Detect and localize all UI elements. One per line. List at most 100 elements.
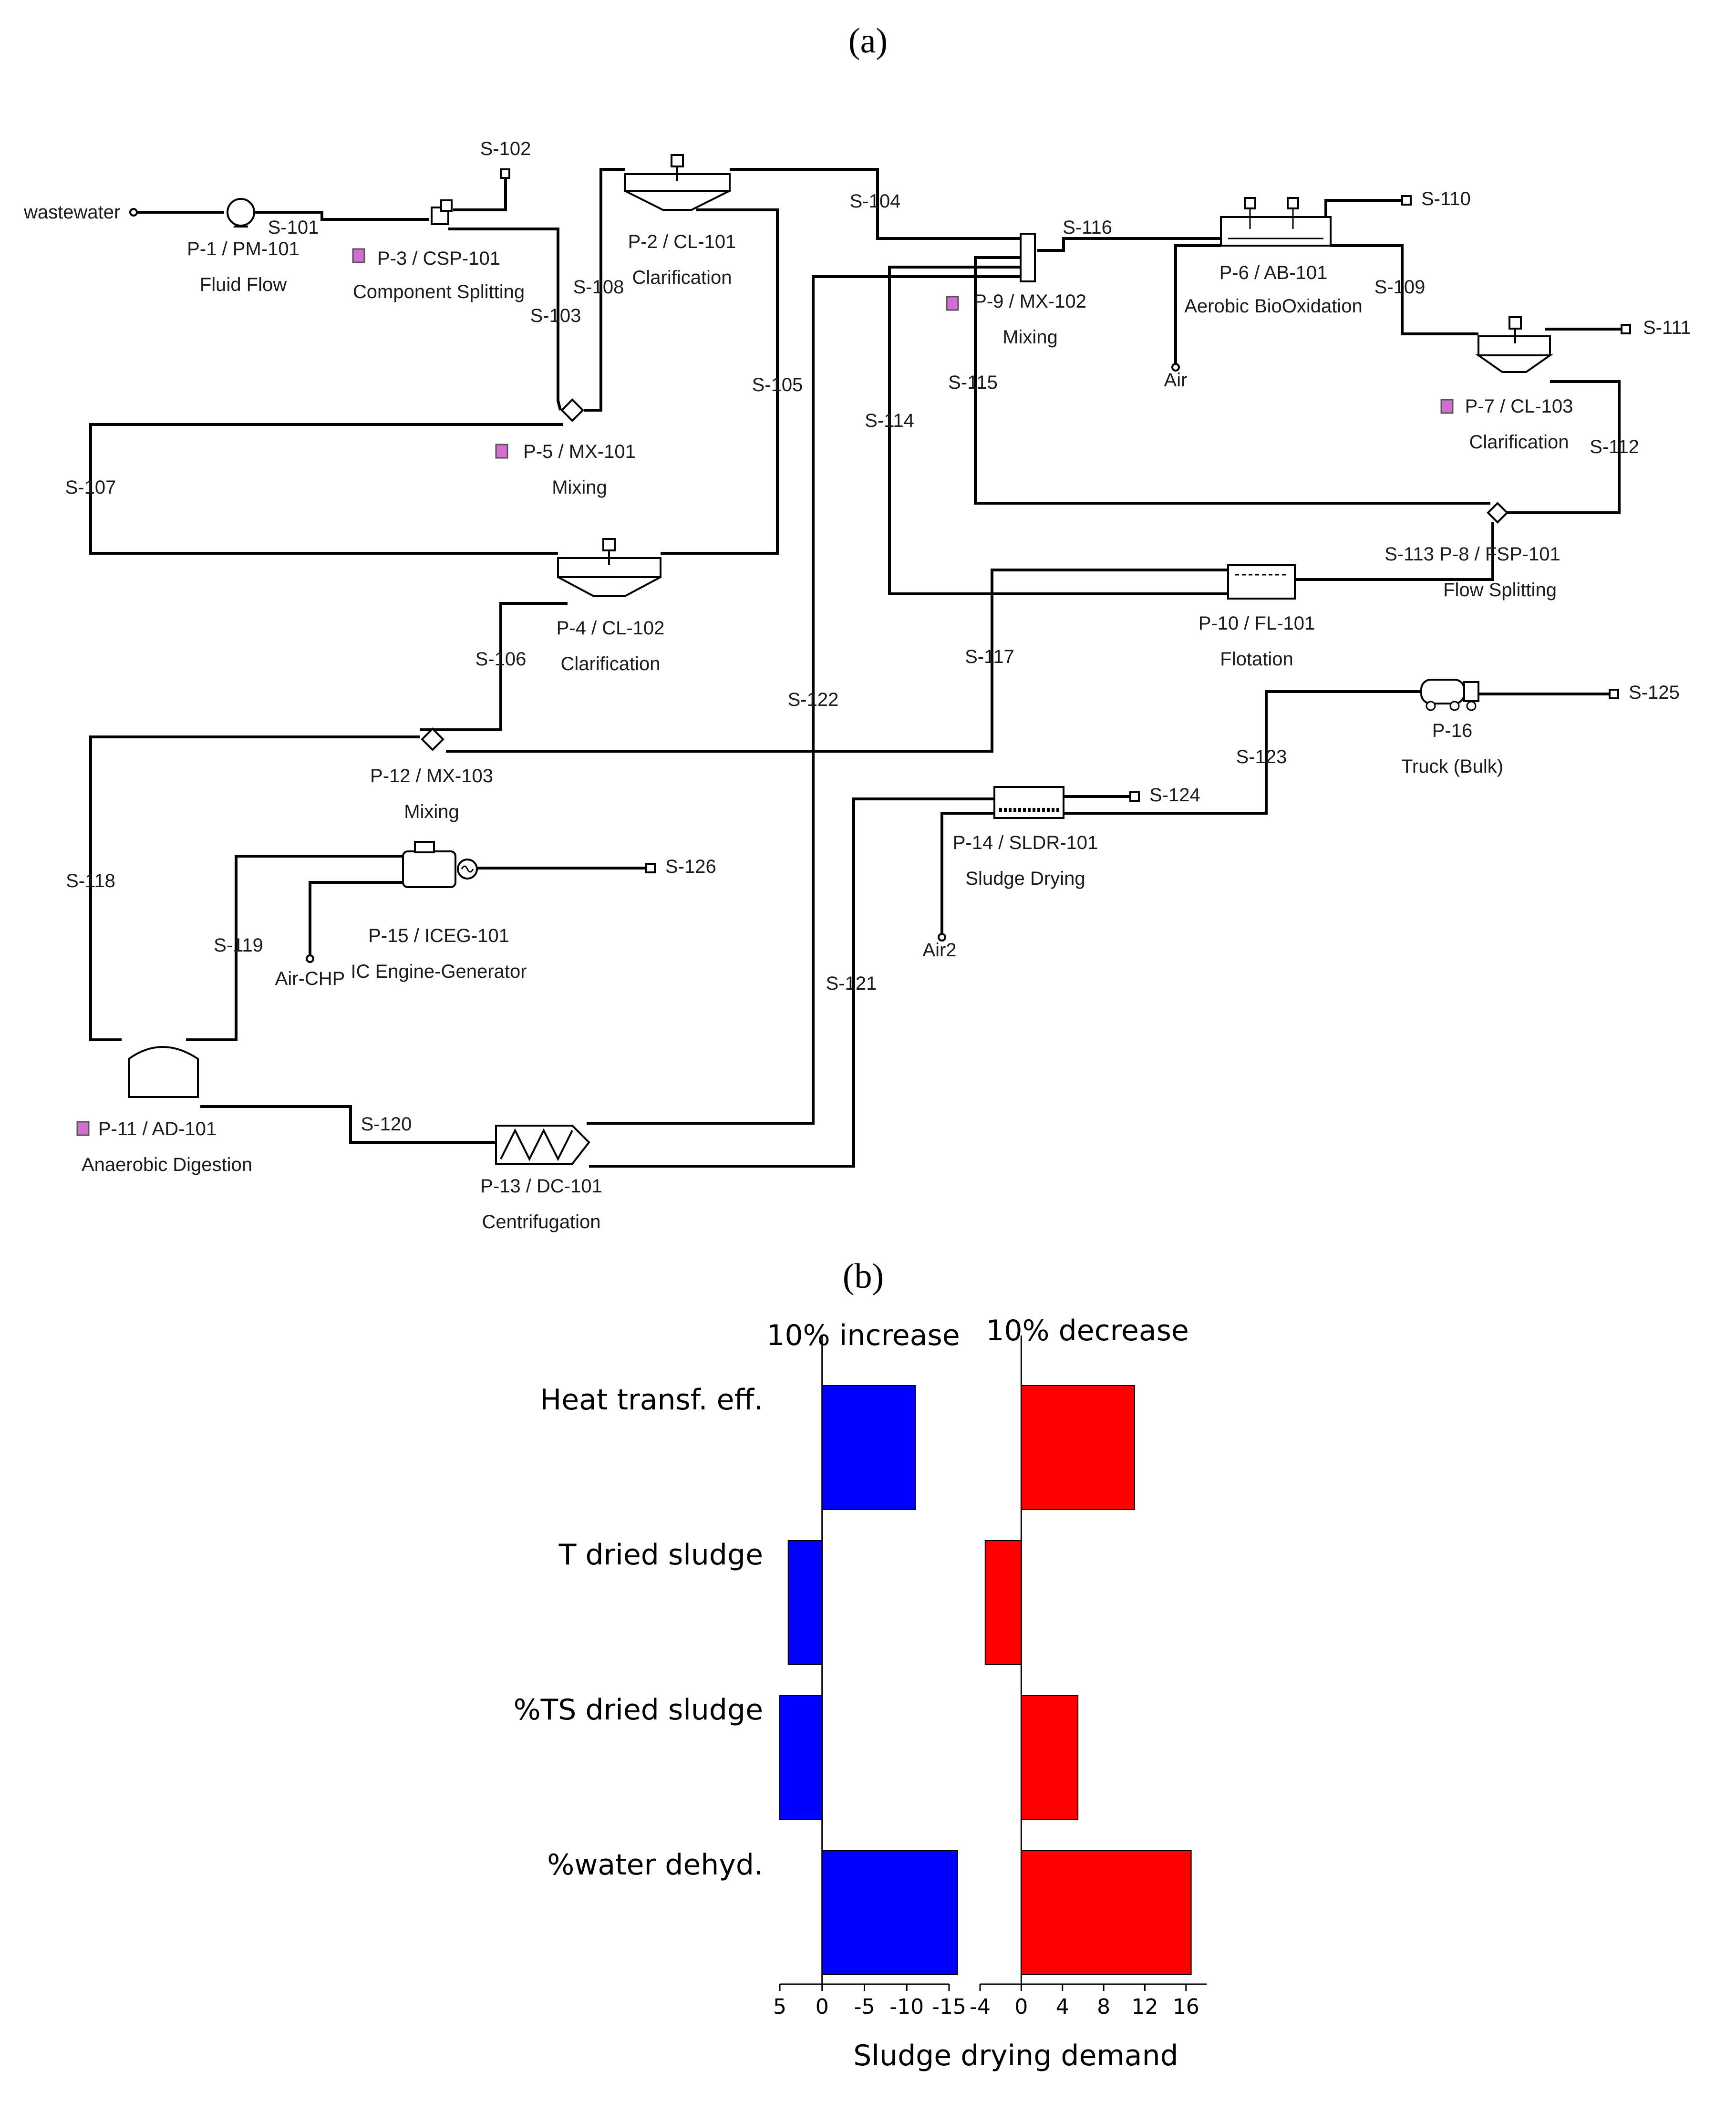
stream-label: S-118 (66, 870, 115, 891)
unit-tag: P-16 (1432, 720, 1473, 741)
line-airchp (309, 881, 403, 956)
line-s110 (1324, 199, 1402, 219)
line-s102 (453, 176, 507, 211)
source-marker-air2 (938, 933, 946, 942)
unit-desc: Component Splitting (353, 281, 525, 302)
mixer-icon-p9 (1020, 233, 1036, 282)
line-s123 (1064, 690, 1421, 815)
source-marker-air (1171, 363, 1180, 372)
procedure-icon (352, 248, 365, 263)
line-s118 (89, 735, 420, 1041)
line-s122 (587, 275, 1021, 1125)
stream-label: S-115 (948, 372, 998, 393)
flotation-icon (1227, 564, 1296, 600)
source-labels: wastewater Air Air2 Air-CHP (23, 202, 1187, 989)
bar-decrease-2 (1021, 1695, 1079, 1820)
category-label: %water dehyd. (547, 1848, 763, 1882)
stream-label: S-116 (1063, 217, 1112, 238)
equipment (128, 154, 1553, 1165)
line-s114 (888, 266, 1228, 595)
unit-desc: Clarification (1469, 432, 1569, 453)
stream-label: S-101 (268, 217, 319, 238)
unit-desc: Aerobic BioOxidation (1184, 296, 1363, 317)
bar-increase-1 (787, 1540, 823, 1665)
terminals (129, 168, 1631, 963)
stream-label: S-110 (1421, 188, 1471, 209)
procedure-icon (76, 1121, 90, 1136)
unit-desc: Flotation (1220, 649, 1293, 670)
flowsheet: P-1 / PM-101 Fluid Flow P-3 / CSP-101 Co… (23, 138, 1691, 1232)
unit-labels: P-1 / PM-101 Fluid Flow P-3 / CSP-101 Co… (82, 231, 1573, 1232)
unit-tag: P-11 / AD-101 (98, 1118, 217, 1139)
unit-tag: P-2 / CL-101 (628, 231, 736, 252)
stream-label: S-108 (573, 277, 624, 298)
unit-tag: P-6 / AB-101 (1219, 262, 1328, 283)
engine-generator-icon (402, 841, 478, 888)
category-label: T dried sludge (558, 1538, 763, 1572)
clarifier-icon-p7 (1475, 316, 1553, 373)
bar-decrease-1 (984, 1540, 1022, 1665)
source-label: Air-CHP (275, 968, 345, 989)
line-s120 (200, 1105, 496, 1144)
bar-increase-2 (779, 1695, 823, 1820)
sink-marker-s102 (500, 168, 510, 179)
bar-decrease-3 (1021, 1850, 1192, 1975)
unit-desc: Anaerobic Digestion (82, 1154, 252, 1175)
component-splitter-icon (431, 199, 453, 225)
unit-tag: P-15 / ICEG-101 (368, 925, 509, 946)
splitter-icon-p8 (1487, 502, 1509, 524)
sink-marker-s110 (1401, 195, 1412, 206)
tick-label-decrease: 16 (1173, 1995, 1199, 2019)
stream-label: S-123 (1236, 746, 1287, 767)
sink-marker-s125 (1609, 689, 1619, 699)
sink-marker-s126 (645, 863, 656, 873)
unit-desc: Mixing (552, 477, 607, 498)
unit-desc: Truck (Bulk) (1401, 756, 1503, 777)
bar-increase-3 (821, 1850, 958, 1975)
centrifuge-icon (495, 1125, 590, 1165)
procedure-icon (946, 296, 959, 311)
line-s106 (420, 602, 568, 731)
mixer-icon-p12 (421, 727, 444, 751)
stream-label: S-114 (865, 410, 914, 431)
unit-desc: Clarification (561, 653, 661, 674)
stream-label: S-125 (1629, 682, 1680, 703)
stream-label: S-103 (530, 305, 581, 326)
category-label: Heat transf. eff. (540, 1383, 763, 1417)
line-s103 (448, 228, 562, 411)
tick-label-decrease: 12 (1131, 1995, 1158, 2019)
stream-label: S-113 (1385, 544, 1434, 565)
source-label: wastewater (23, 202, 120, 223)
unit-desc: IC Engine-Generator (351, 961, 527, 982)
stream-label: S-107 (65, 477, 116, 498)
stream-label: S-102 (480, 138, 531, 159)
panel-b-title: (b) (843, 1257, 884, 1296)
line-s104 (730, 168, 1021, 240)
unit-desc: Centrifugation (482, 1211, 600, 1232)
unit-tag: P-12 / MX-103 (370, 766, 493, 787)
category-labels: Heat transf. eff. T dried sludge %TS dri… (514, 1383, 763, 1882)
unit-tag: P-4 / CL-102 (557, 618, 665, 639)
clarifier-icon-p4 (557, 538, 661, 597)
tick-label-decrease: 8 (1097, 1995, 1110, 2019)
sink-marker-s124 (1129, 791, 1140, 802)
tick-label-decrease: 4 (1056, 1995, 1069, 2019)
unit-tag: P-10 / FL-101 (1199, 613, 1315, 634)
procedure-icon (1440, 399, 1454, 414)
line-air (1174, 244, 1221, 365)
chart-title-increase: 10% increase (766, 1319, 960, 1352)
unit-desc: Fluid Flow (200, 274, 287, 295)
sludge-dryer-icon (993, 786, 1064, 819)
pump-icon (227, 198, 255, 228)
source-label: Air2 (922, 940, 956, 961)
panel-a-title: (a) (848, 21, 888, 61)
source-marker-wastewater (129, 208, 138, 217)
unit-tag: P-1 / PM-101 (187, 238, 300, 259)
line-s108 (584, 168, 625, 412)
tick-label-increase: -5 (854, 1995, 875, 2019)
stream-labels: S-101 S-102 S-103 S-104 S-105 S-106 S-10… (65, 138, 1691, 1135)
bar-decrease-0 (1021, 1385, 1135, 1510)
stream-label: S-106 (475, 649, 527, 670)
procedure-icon (495, 444, 508, 459)
